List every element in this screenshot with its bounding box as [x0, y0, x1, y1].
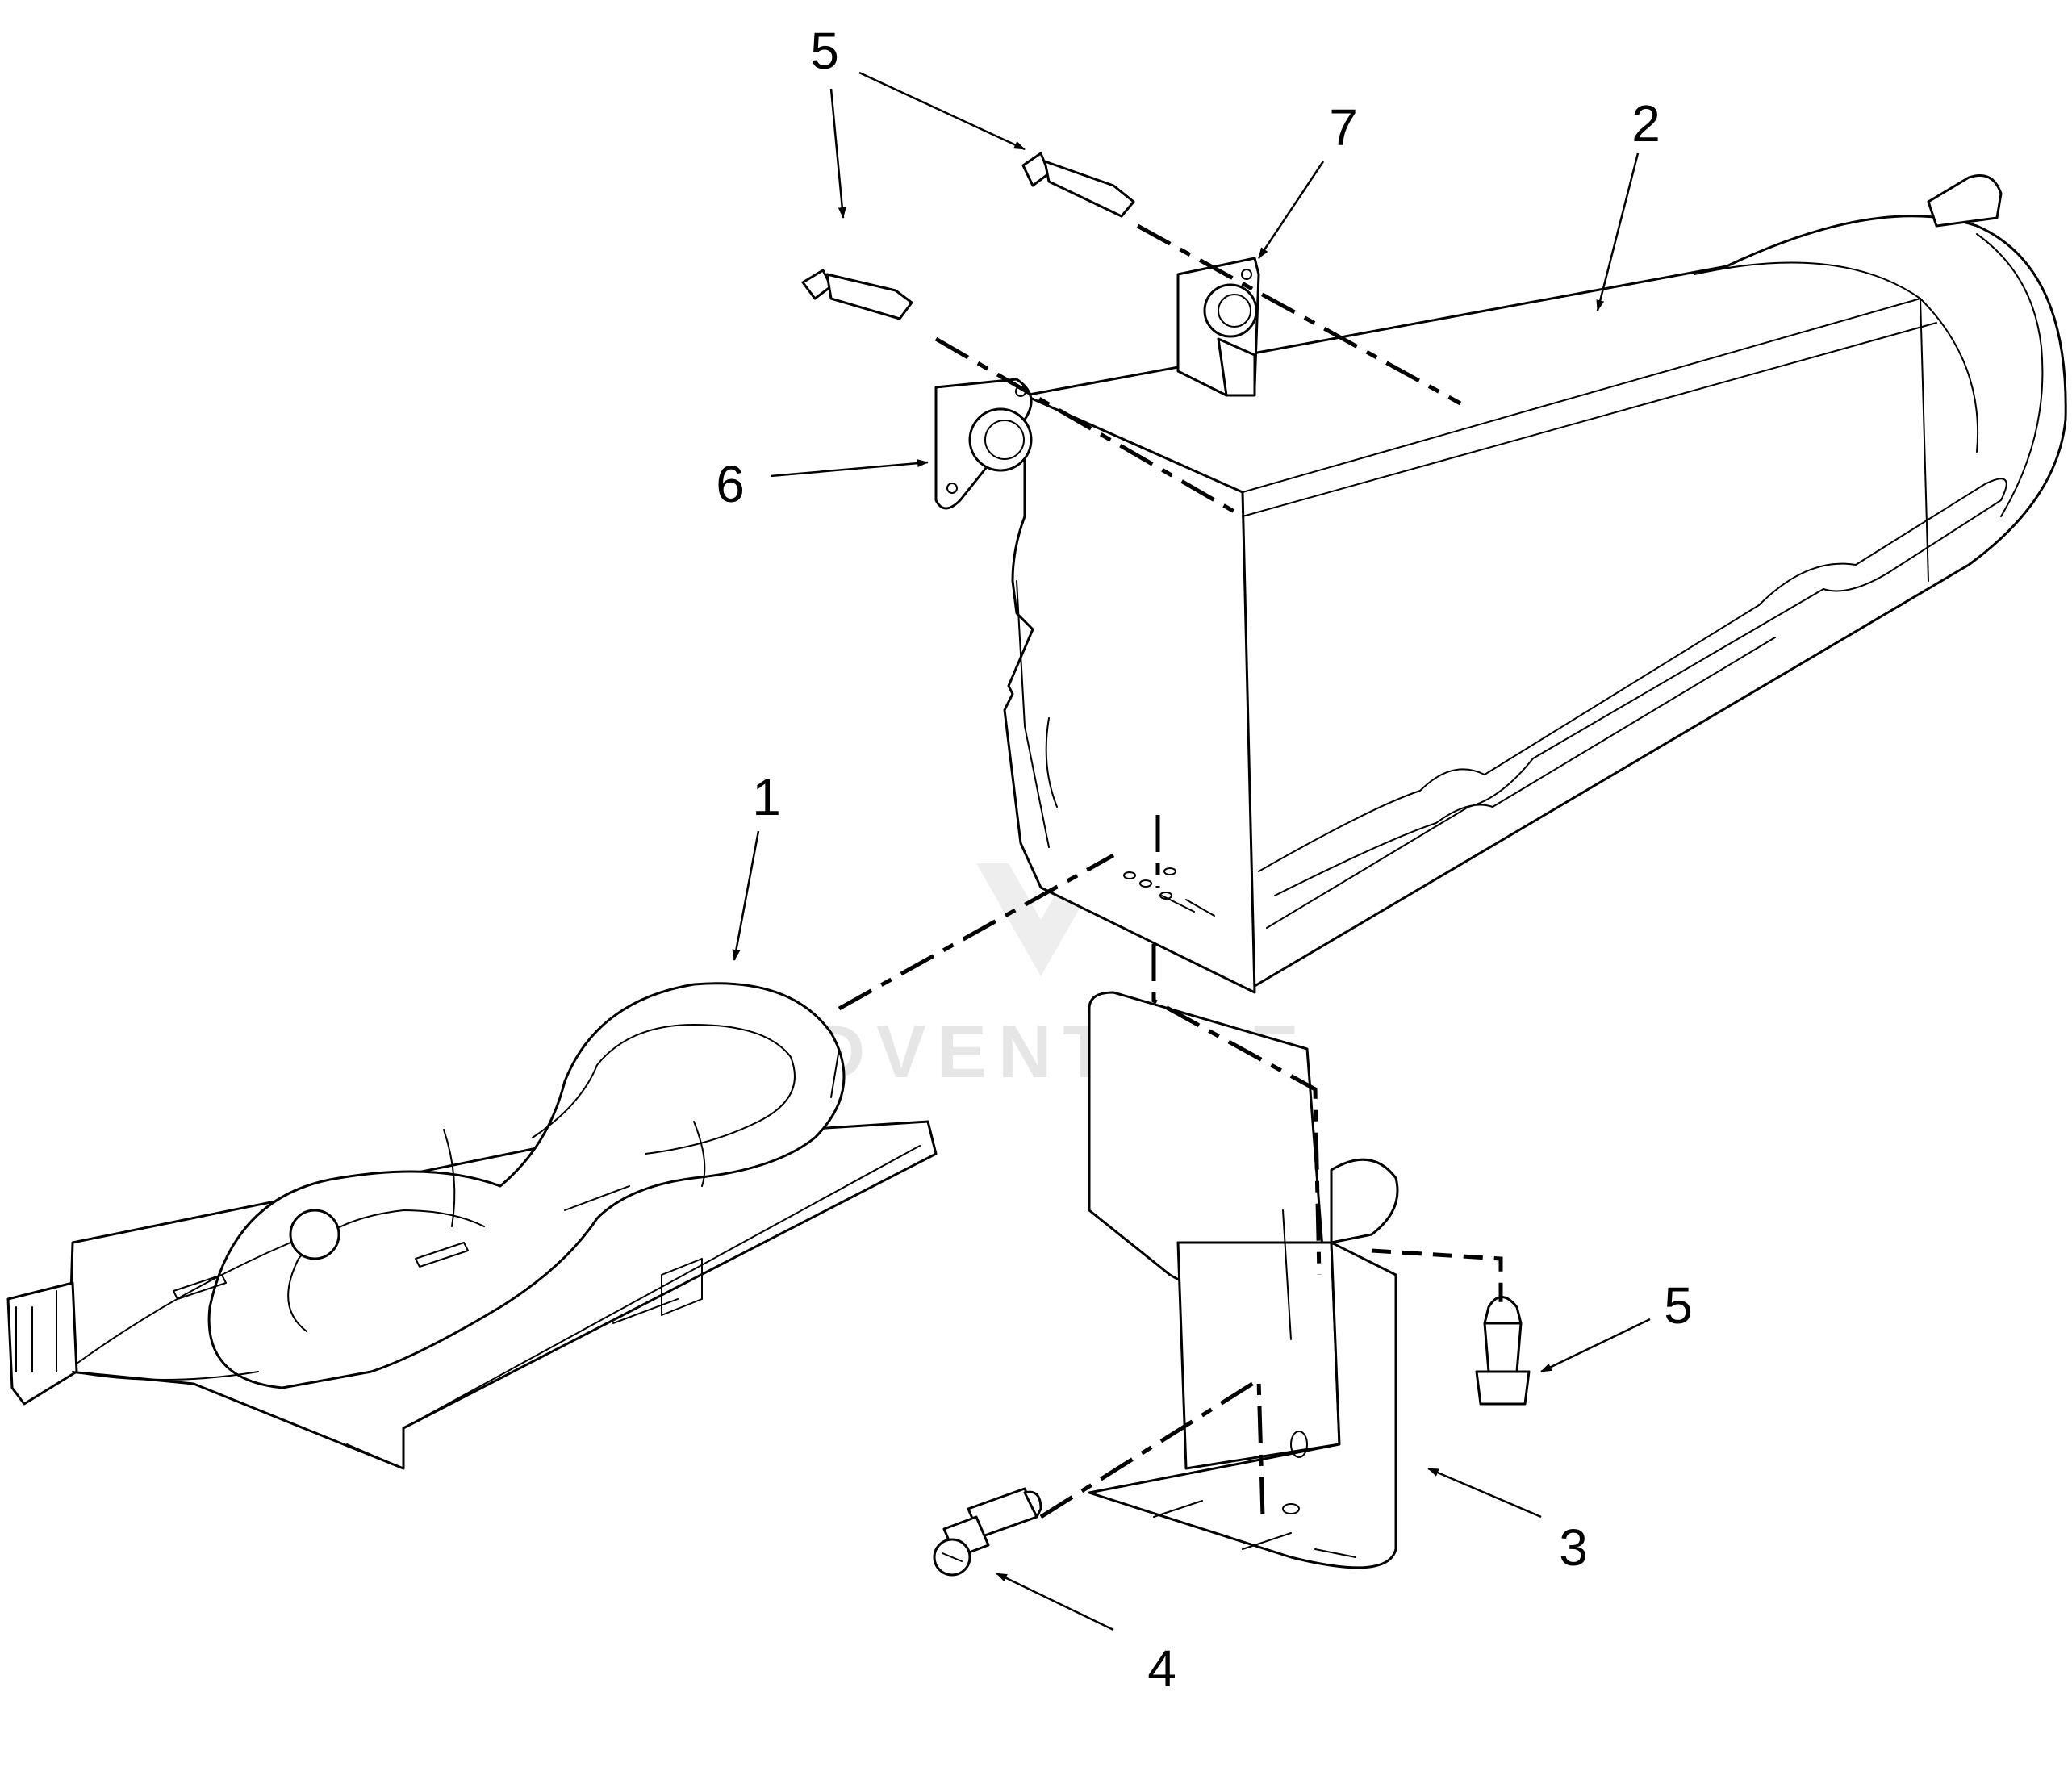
callout-7: 7 [1329, 98, 1358, 157]
bracket-screw [933, 1487, 1042, 1577]
callout-4: 4 [1147, 1640, 1176, 1698]
callout-1: 1 [752, 768, 781, 826]
mounting-bracket [1088, 991, 1399, 1569]
screw-top-right [1021, 152, 1135, 218]
thermal-cutoff [934, 378, 1033, 510]
callout-2: 2 [1631, 94, 1661, 152]
callout-5-right: 5 [1664, 1276, 1693, 1335]
screw-top-left [801, 269, 913, 320]
callout-5-top-left: 5 [810, 22, 839, 80]
callout-labels: 1 2 3 4 5 5 6 7 [716, 22, 1693, 1698]
leader-lines [732, 71, 1651, 1631]
heater-housing [1003, 174, 2067, 994]
screw-right [1475, 1296, 1531, 1406]
callout-6: 6 [716, 455, 745, 513]
heater-element [6, 982, 938, 1470]
callout-3: 3 [1559, 1519, 1588, 1577]
high-limit-thermostat [1176, 257, 1260, 397]
assembly-lines [838, 224, 1503, 1519]
